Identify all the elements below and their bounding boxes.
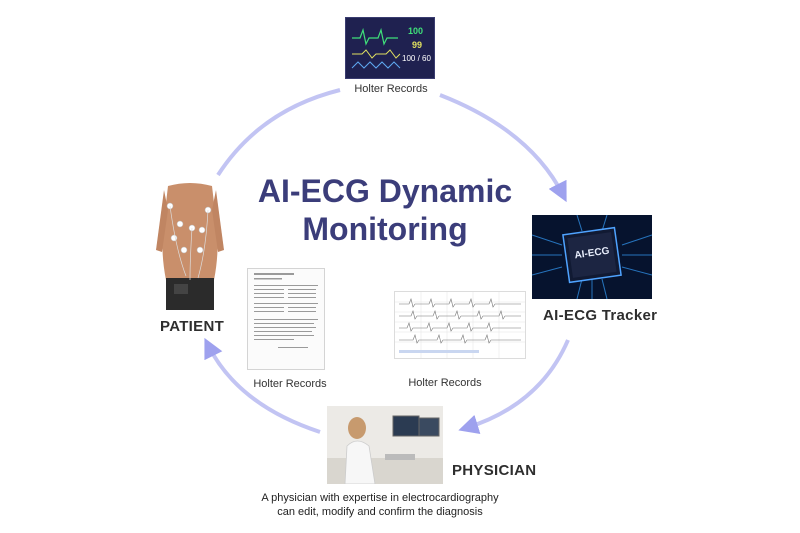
monitor-value-heart-rate: 100 xyxy=(408,26,424,36)
physician-label: PHYSICIAN xyxy=(452,462,537,479)
chip-icon xyxy=(532,215,652,299)
monitor-value-bp: 100 / 60 xyxy=(402,54,431,63)
holter-report-caption: Holter Records xyxy=(253,378,327,390)
arrow-patient-to-holter xyxy=(216,88,341,177)
ecg-strip-icon xyxy=(395,292,525,358)
patient-label: PATIENT xyxy=(160,318,225,335)
holter-monitor-image: 100 99 100 / 60 xyxy=(345,17,435,79)
holter-ecg-strip-image xyxy=(394,291,526,359)
holter-ecg-caption: Holter Records xyxy=(408,377,482,389)
patient-icon xyxy=(156,183,224,310)
report-document-icon xyxy=(254,273,318,348)
physician-icon xyxy=(327,406,443,484)
title-line2: Monitoring xyxy=(302,211,468,247)
physician-image xyxy=(327,406,443,484)
patient-image xyxy=(150,180,230,310)
ecg-waveform-icon xyxy=(351,27,401,69)
ai-ecg-chip-image: AI-ECG xyxy=(532,215,652,299)
monitor-value-spo2: 99 xyxy=(412,40,423,50)
tracker-label: AI-ECG Tracker xyxy=(543,307,658,324)
holter-report-image xyxy=(247,268,325,370)
arrow-holter-to-tracker xyxy=(439,93,567,203)
physician-description: A physician with expertise in electrocar… xyxy=(230,491,530,519)
physician-description-line1: A physician with expertise in electrocar… xyxy=(261,492,499,504)
diagram-title: AI-ECG Dynamic Monitoring xyxy=(220,172,550,248)
arrow-tracker-to-physician xyxy=(458,339,570,434)
physician-description-line2: can edit, modify and confirm the diagnos… xyxy=(277,506,483,518)
title-line1: AI-ECG Dynamic xyxy=(257,173,513,209)
arrow-physician-to-patient xyxy=(204,337,321,434)
holter-top-caption: Holter Records xyxy=(354,83,428,95)
